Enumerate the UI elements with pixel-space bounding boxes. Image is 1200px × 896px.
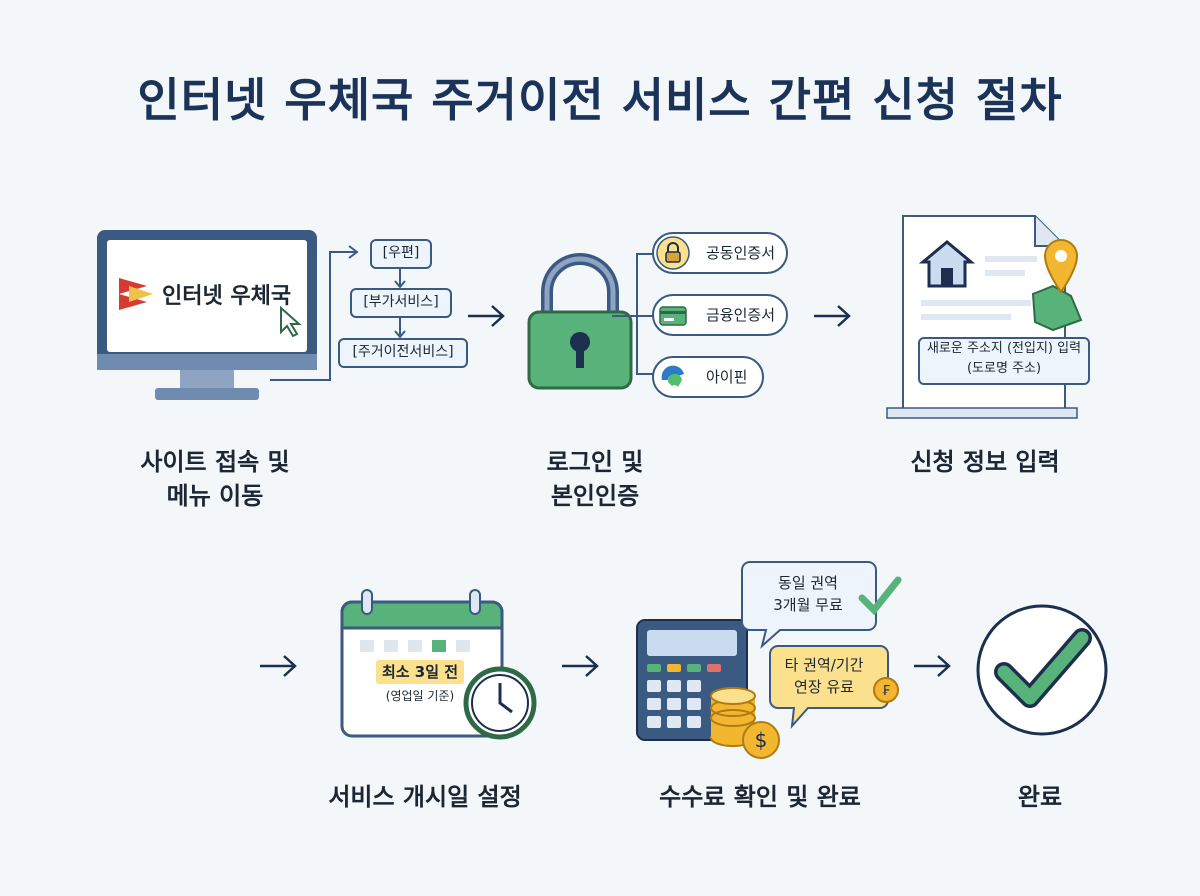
card-icon (659, 306, 687, 326)
paid-service-note: 타 권역/기간 연장 유료 (784, 656, 864, 696)
padlock-icon (527, 253, 633, 390)
flow-arrow-1 (468, 305, 505, 327)
free-bubble-shape (741, 561, 902, 649)
svg-text:₣: ₣ (882, 684, 890, 699)
calculator-icon: $ (636, 619, 780, 759)
step6-caption: 완료 (1017, 783, 1063, 811)
menu-path-relocation-service: [주거이전서비스] (338, 338, 468, 368)
flow-arrow-2 (814, 305, 851, 327)
step2-caption: 로그인 및 본인인증 (546, 448, 644, 510)
flow-arrow-4 (562, 655, 599, 677)
step5-caption: 수수료 확인 및 완료 (659, 783, 861, 811)
checkmark-complete-icon (976, 604, 1108, 736)
lock-icon (656, 236, 690, 270)
auth-option-joint-cert[interactable]: 공동인증서 (652, 232, 788, 274)
menu-path-extra-services: [부가서비스] (350, 288, 452, 318)
auth-option-ipin[interactable]: 아이핀 (652, 356, 764, 398)
step3-caption: 신청 정보 입력 (910, 448, 1060, 476)
menu-connector-line (270, 245, 359, 381)
step4-caption: 서비스 개시일 설정 (328, 783, 522, 811)
svg-text:$: $ (755, 728, 768, 752)
min-3-days-note: 최소 3일 전 (영업일 기준) (370, 660, 470, 708)
flow-arrow-5 (914, 655, 951, 677)
menu-path-mail: [우편] (370, 239, 432, 269)
page-title: 인터넷 우체국 주거이전 서비스 간편 신청 절차 (137, 73, 1063, 127)
auth-connector-line (612, 253, 657, 375)
monitor-icon (97, 230, 317, 400)
step1-caption: 사이트 접속 및 메뉴 이동 (140, 448, 290, 510)
new-address-field: 새로운 주소지 (전입지) 입력 (도로명 주소) (918, 337, 1090, 385)
auth-option-financial-cert[interactable]: 금융인증서 (652, 294, 788, 336)
ipin-logo-icon (658, 362, 688, 392)
site-logo-text: 인터넷 우체국 (162, 284, 292, 309)
paid-bubble-shape: ₣ (769, 645, 899, 730)
menu-path-arrows (394, 268, 406, 339)
free-service-note: 동일 권역 3개월 무료 (773, 574, 843, 614)
document-form-icon (886, 215, 1083, 419)
calendar-icon (340, 589, 537, 740)
flow-arrow-3 (260, 655, 297, 677)
